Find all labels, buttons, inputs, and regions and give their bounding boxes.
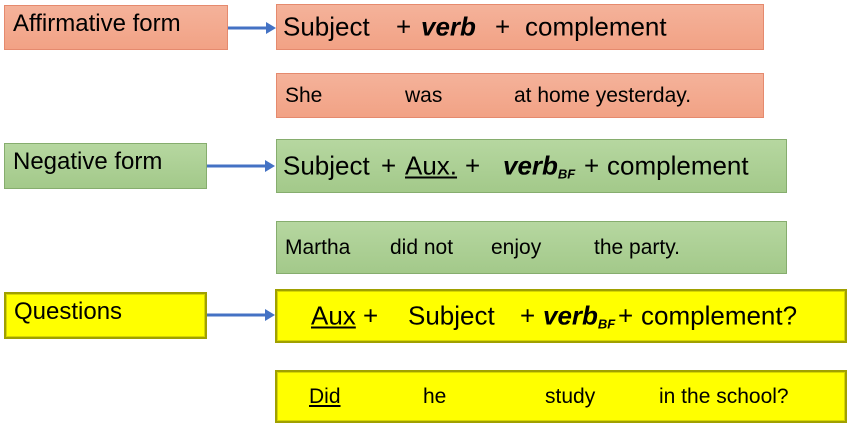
questions-label: Questions bbox=[14, 298, 123, 325]
example-word: was bbox=[405, 83, 443, 107]
formula-plus: + bbox=[584, 150, 600, 181]
formula-aux: Aux bbox=[311, 300, 356, 331]
negative-label: Negative form bbox=[13, 148, 163, 175]
formula-subject: Subject bbox=[283, 11, 370, 42]
negative-example-box: Martha did not enjoy the party. bbox=[276, 221, 787, 274]
formula-verb: verb bbox=[503, 150, 558, 181]
example-word: he bbox=[423, 384, 447, 408]
affirmative-label: Affirmative form bbox=[13, 10, 181, 37]
questions-arrow bbox=[207, 309, 275, 321]
formula-verb: verb bbox=[421, 11, 476, 42]
example-word: enjoy bbox=[491, 235, 542, 259]
formula-plus: + bbox=[495, 11, 511, 42]
example-word: Martha bbox=[285, 235, 351, 259]
example-word: the party. bbox=[594, 235, 680, 259]
formula-verb-subscript: BF bbox=[597, 316, 616, 332]
affirmative-formula-box: Subject + verb + complement bbox=[276, 4, 764, 50]
negative-formula-box: Subject + Aux. + verbBF + complement bbox=[276, 139, 787, 193]
formula-verb-subscript: BF bbox=[557, 166, 576, 182]
formula-aux: Aux. bbox=[405, 150, 458, 181]
example-word: did not bbox=[390, 235, 454, 259]
example-word: in the school? bbox=[659, 384, 789, 408]
formula-plus: + bbox=[618, 300, 634, 331]
questions-example-box: Did he study in the school? bbox=[275, 370, 847, 423]
negative-arrow bbox=[207, 160, 275, 172]
example-word: She bbox=[285, 83, 323, 107]
formula-subject: Subject bbox=[408, 300, 495, 331]
formula-plus: + bbox=[396, 11, 412, 42]
questions-label-box: Questions bbox=[4, 292, 207, 339]
formula-plus: + bbox=[363, 300, 379, 331]
questions-formula-box: Aux + Subject + verbBF + complement? bbox=[275, 289, 847, 343]
formula-subject: Subject bbox=[283, 150, 370, 181]
formula-complement: complement? bbox=[641, 300, 798, 331]
affirmative-arrow bbox=[228, 22, 276, 34]
example-word: Did bbox=[309, 384, 341, 408]
affirmative-example-box: She was at home yesterday. bbox=[276, 73, 764, 118]
example-word: study bbox=[545, 384, 596, 408]
formula-verb: verb bbox=[543, 300, 598, 331]
formula-complement: complement bbox=[525, 11, 667, 42]
example-word: at home yesterday. bbox=[514, 83, 692, 107]
formula-plus: + bbox=[465, 150, 481, 181]
negative-label-box: Negative form bbox=[4, 143, 207, 189]
formula-plus: + bbox=[381, 150, 397, 181]
formula-complement: complement bbox=[607, 150, 749, 181]
formula-plus: + bbox=[520, 300, 536, 331]
affirmative-label-box: Affirmative form bbox=[4, 5, 228, 50]
